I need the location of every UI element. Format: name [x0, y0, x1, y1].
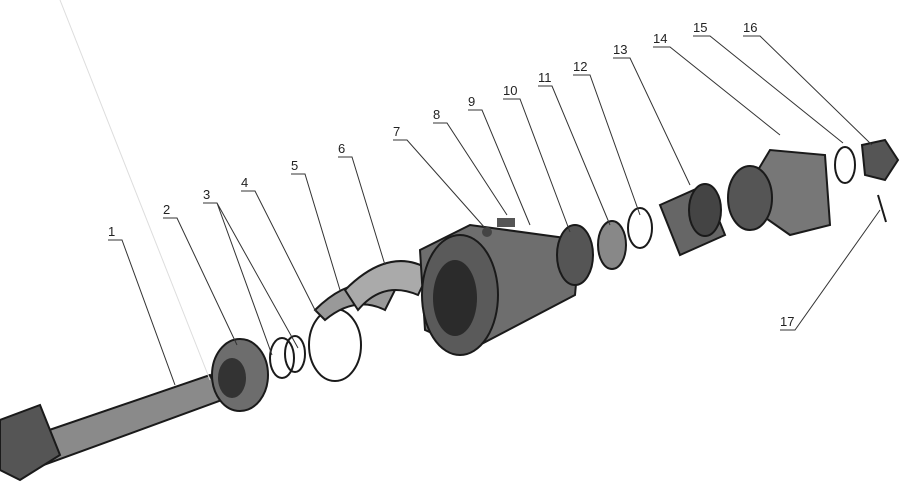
part-1-pinion-shaft	[0, 0, 224, 482]
part-10-bearing	[556, 224, 594, 286]
callout-2: 2	[163, 202, 170, 217]
callout-1: 1	[108, 224, 115, 239]
callout-15: 15	[693, 20, 707, 35]
part-13-bearing	[658, 183, 727, 257]
callout-16: 16	[743, 20, 757, 35]
callout-17: 17	[780, 314, 794, 329]
callout-7: 7	[393, 124, 400, 139]
part-17-cotter-pin	[877, 194, 887, 223]
part-16-nut	[860, 138, 900, 182]
callout-10: 10	[503, 83, 517, 98]
part-15-washer	[834, 146, 856, 184]
part-7-8-9-housing	[418, 218, 582, 356]
callout-6: 6	[338, 141, 345, 156]
callout-11: 11	[538, 70, 552, 85]
part-3-rings	[269, 335, 306, 379]
part-11-spacer	[597, 220, 627, 270]
callout-9: 9	[468, 94, 475, 109]
part-4-seal-ring	[308, 308, 362, 382]
callout-13: 13	[613, 42, 627, 57]
callout-8: 8	[433, 107, 440, 122]
part-12-ring	[627, 207, 653, 249]
callout-4: 4	[241, 175, 248, 190]
callout-14: 14	[653, 31, 667, 46]
callout-12: 12	[573, 59, 587, 74]
part-2-bearing	[211, 338, 269, 412]
part-14-flange	[727, 148, 832, 237]
callout-3: 3	[203, 187, 210, 202]
leader-lines	[108, 35, 881, 386]
callout-5: 5	[291, 158, 298, 173]
